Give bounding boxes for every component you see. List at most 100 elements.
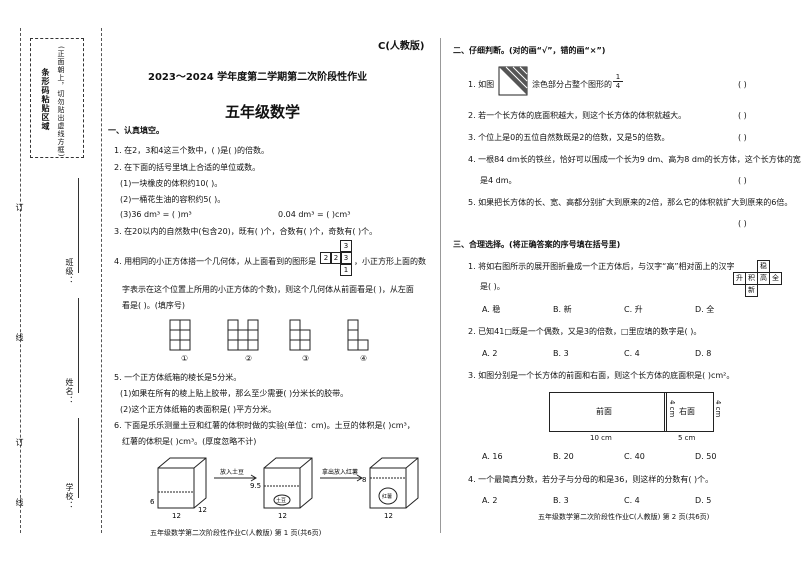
- front-face-rect: [549, 392, 667, 432]
- potato-label: 土豆: [276, 497, 286, 504]
- s2-q4a: 4. 一根84 dm长的铁丝，恰好可以围成一个长为9 dm、高为8 dm的长方体…: [468, 155, 801, 164]
- s1-q2c: (3)36 dm³ = ( )m³: [120, 210, 192, 219]
- width2-label: 12: [278, 512, 287, 520]
- s3-q2-opt-a: A. 2: [482, 349, 498, 358]
- s3-q1a: 1. 将如右图所示的展开图折叠成一个正方体后，与汉字“高”相对面上的汉字: [468, 262, 735, 271]
- s2-q2-answer: ( ): [738, 111, 747, 120]
- front-face-height: 4 cm: [668, 400, 676, 418]
- s1-q4d: 看是( )。(填序号): [122, 301, 186, 310]
- s1-q2b: (2)一桶花生油的容积约5( )。: [120, 195, 226, 204]
- s3-q4-opt-b: B. 3: [553, 496, 569, 505]
- name-field-line: [78, 298, 79, 393]
- s1-q1: 1. 在2，3和4这三个数中，( )是( )的倍数。: [114, 146, 270, 155]
- page-divider: [440, 38, 441, 533]
- barcode-notice: (正面朝上，切勿贴出虚线方框): [57, 46, 65, 158]
- s1-q5: 5. 一个正方体纸箱的棱长是5分米。: [114, 373, 242, 382]
- s3-q4-opt-c: C. 4: [624, 496, 640, 505]
- s3-q4-opt-a: A. 2: [482, 496, 498, 505]
- s2-q2: 2. 若一个长方体的底面积越大，则这个长方体的体积就越大。: [468, 111, 687, 120]
- fraction-numerator: 1: [613, 73, 623, 82]
- s3-q2: 2. 已知41□既是一个偶数，又是3的倍数，□里应填的数字是( )。: [468, 327, 702, 336]
- option-mark-2: ②: [245, 354, 253, 363]
- s1-q4b: ，小正方形上面的数: [354, 257, 426, 266]
- page2-footer: 五年级数学第二次阶段性作业C(人教版) 第 2 页(共6页): [538, 513, 710, 521]
- s1-q2: 2. 在下面的括号里填上合适的单位或数。: [114, 163, 261, 172]
- shaded-square-figure: [498, 66, 528, 96]
- option-mark-4: ④: [360, 354, 368, 363]
- s3-q1-opt-c: C. 升: [624, 305, 643, 314]
- s3-q1-opt-b: B. 新: [553, 305, 572, 314]
- net-cell: 全: [769, 272, 782, 285]
- top-view-grid: 3 2 2 3 1: [320, 240, 360, 276]
- front-face-label: 前面: [596, 407, 612, 416]
- s1-q6b: 红薯的体积是( )cm³。(厚度忽略不计): [122, 437, 257, 446]
- s3-q1-opt-a: A. 稳: [482, 305, 501, 314]
- s2-q1a: 1. 如图: [468, 80, 495, 89]
- height3-label: 8: [362, 476, 366, 484]
- s3-q2-opt-b: B. 3: [553, 349, 569, 358]
- s2-q1-answer: ( ): [738, 80, 747, 89]
- fraction-one-fourth: 1 4: [613, 73, 623, 90]
- s3-q4: 4. 一个最简真分数，若分子与分母的和是36，则这样的分数有( )个。: [468, 475, 714, 484]
- school-field-line: [78, 418, 79, 498]
- cut-mark-3: 订: [15, 438, 24, 447]
- grid-cell: 2: [330, 252, 342, 264]
- right-face-label: 右面: [679, 407, 695, 416]
- s2-q5: 5. 如果把长方体的长、宽、高都分别扩大到原来的2倍，那么它的体积就扩大到原来的…: [468, 198, 793, 207]
- subject-title: 五年级数学: [225, 103, 301, 121]
- arrow1-label: 放入土豆: [220, 468, 244, 476]
- right-face-height: 4 cm: [714, 400, 722, 418]
- s2-q3-answer: ( ): [738, 133, 747, 142]
- s2-q4-answer: ( ): [738, 176, 747, 185]
- margin-border-outer: [20, 28, 102, 533]
- width3-label: 12: [384, 512, 393, 520]
- volume-experiment-figure: 放入土豆 拿出放入红薯 6 9.5 8 12 12 12 12 土豆 红薯: [150, 457, 419, 520]
- barcode-box: [30, 38, 84, 158]
- section1-heading: 一、认真填空。: [108, 126, 164, 135]
- s2-q5-answer: ( ): [738, 219, 747, 228]
- right-face-width: 5 cm: [678, 434, 696, 442]
- arrow2-label: 拿出放入红薯: [322, 468, 358, 476]
- front-face-width: 10 cm: [590, 434, 612, 442]
- yam-label: 红薯: [382, 493, 392, 500]
- s1-q4c: 字表示在这个位置上所用的小正方体的个数)，则这个几何体从前面看是( )，从左面: [122, 285, 414, 294]
- grid-cell: 2: [320, 252, 332, 264]
- width1-label: 12: [172, 512, 181, 520]
- grid-cell: 3: [340, 252, 352, 264]
- view-options-figure: [169, 319, 369, 351]
- binding-margin: (正面朝上，切勿贴出虚线方框) 条形码粘贴区域 班级： 姓名： 学校： 订 线 …: [14, 28, 106, 533]
- s2-q3: 3. 个位上是0的五位自然数既是2的倍数，又是5的倍数。: [468, 133, 670, 142]
- edition-label: C(人教版): [378, 41, 425, 52]
- section3-heading: 三、合理选择。(将正确答案的序号填在括号里): [453, 240, 621, 249]
- height1-label: 6: [150, 498, 155, 506]
- s1-q5b: (2)这个正方体纸箱的表面积是( )平方分米。: [120, 405, 277, 414]
- right-face-main: [664, 392, 714, 432]
- s2-q4b: 是4 dm。: [480, 176, 517, 185]
- cube-net-figure: 稳 升 积 高 全 新: [733, 260, 783, 297]
- class-field-label: 班级：: [65, 258, 74, 285]
- s3-q3-opt-d: D. 50: [695, 452, 717, 461]
- grid-cell: 3: [340, 240, 352, 252]
- s1-q5a: (1)如果在所有的棱上贴上胶带，那么至少需要( )分米长的胶带。: [120, 389, 349, 398]
- barcode-area-label: 条形码粘贴区域: [41, 68, 50, 131]
- s3-q4-opt-d: D. 5: [695, 496, 712, 505]
- s1-q2a: (1)一块橡皮的体积约10( )。: [120, 179, 223, 188]
- s2-q1b: 涂色部分占整个图形的: [532, 80, 612, 89]
- s1-q3: 3. 在20以内的自然数中(包含20)，既有( )个，合数有( )个，奇数有( …: [114, 227, 378, 236]
- grid-cell: 1: [340, 264, 352, 276]
- s3-q2-opt-c: C. 4: [624, 349, 640, 358]
- option-mark-3: ③: [302, 354, 310, 363]
- class-field-line: [78, 178, 79, 273]
- section2-heading: 二、仔细判断。(对的画“√”，错的画“×”): [453, 46, 606, 55]
- s3-q2-opt-d: D. 8: [695, 349, 712, 358]
- depth1-label: 12: [198, 506, 207, 514]
- height2-label: 9.5: [250, 482, 261, 490]
- cut-mark-4: 线: [15, 498, 24, 507]
- net-cell: 新: [745, 284, 758, 297]
- option-mark-1: ①: [181, 354, 189, 363]
- s3-q1b: 是( )。: [480, 282, 505, 291]
- s3-q3-opt-a: A. 16: [482, 452, 503, 461]
- cut-mark-1: 订: [15, 203, 24, 212]
- s3-q3: 3. 如图分别是一个长方体的前面和右面，则这个长方体的底面积是( )cm²。: [468, 371, 735, 380]
- s1-q6a: 6. 下面是乐乐测量土豆和红薯的体积时做的实验(单位：cm)。土豆的体积是( )…: [114, 421, 415, 430]
